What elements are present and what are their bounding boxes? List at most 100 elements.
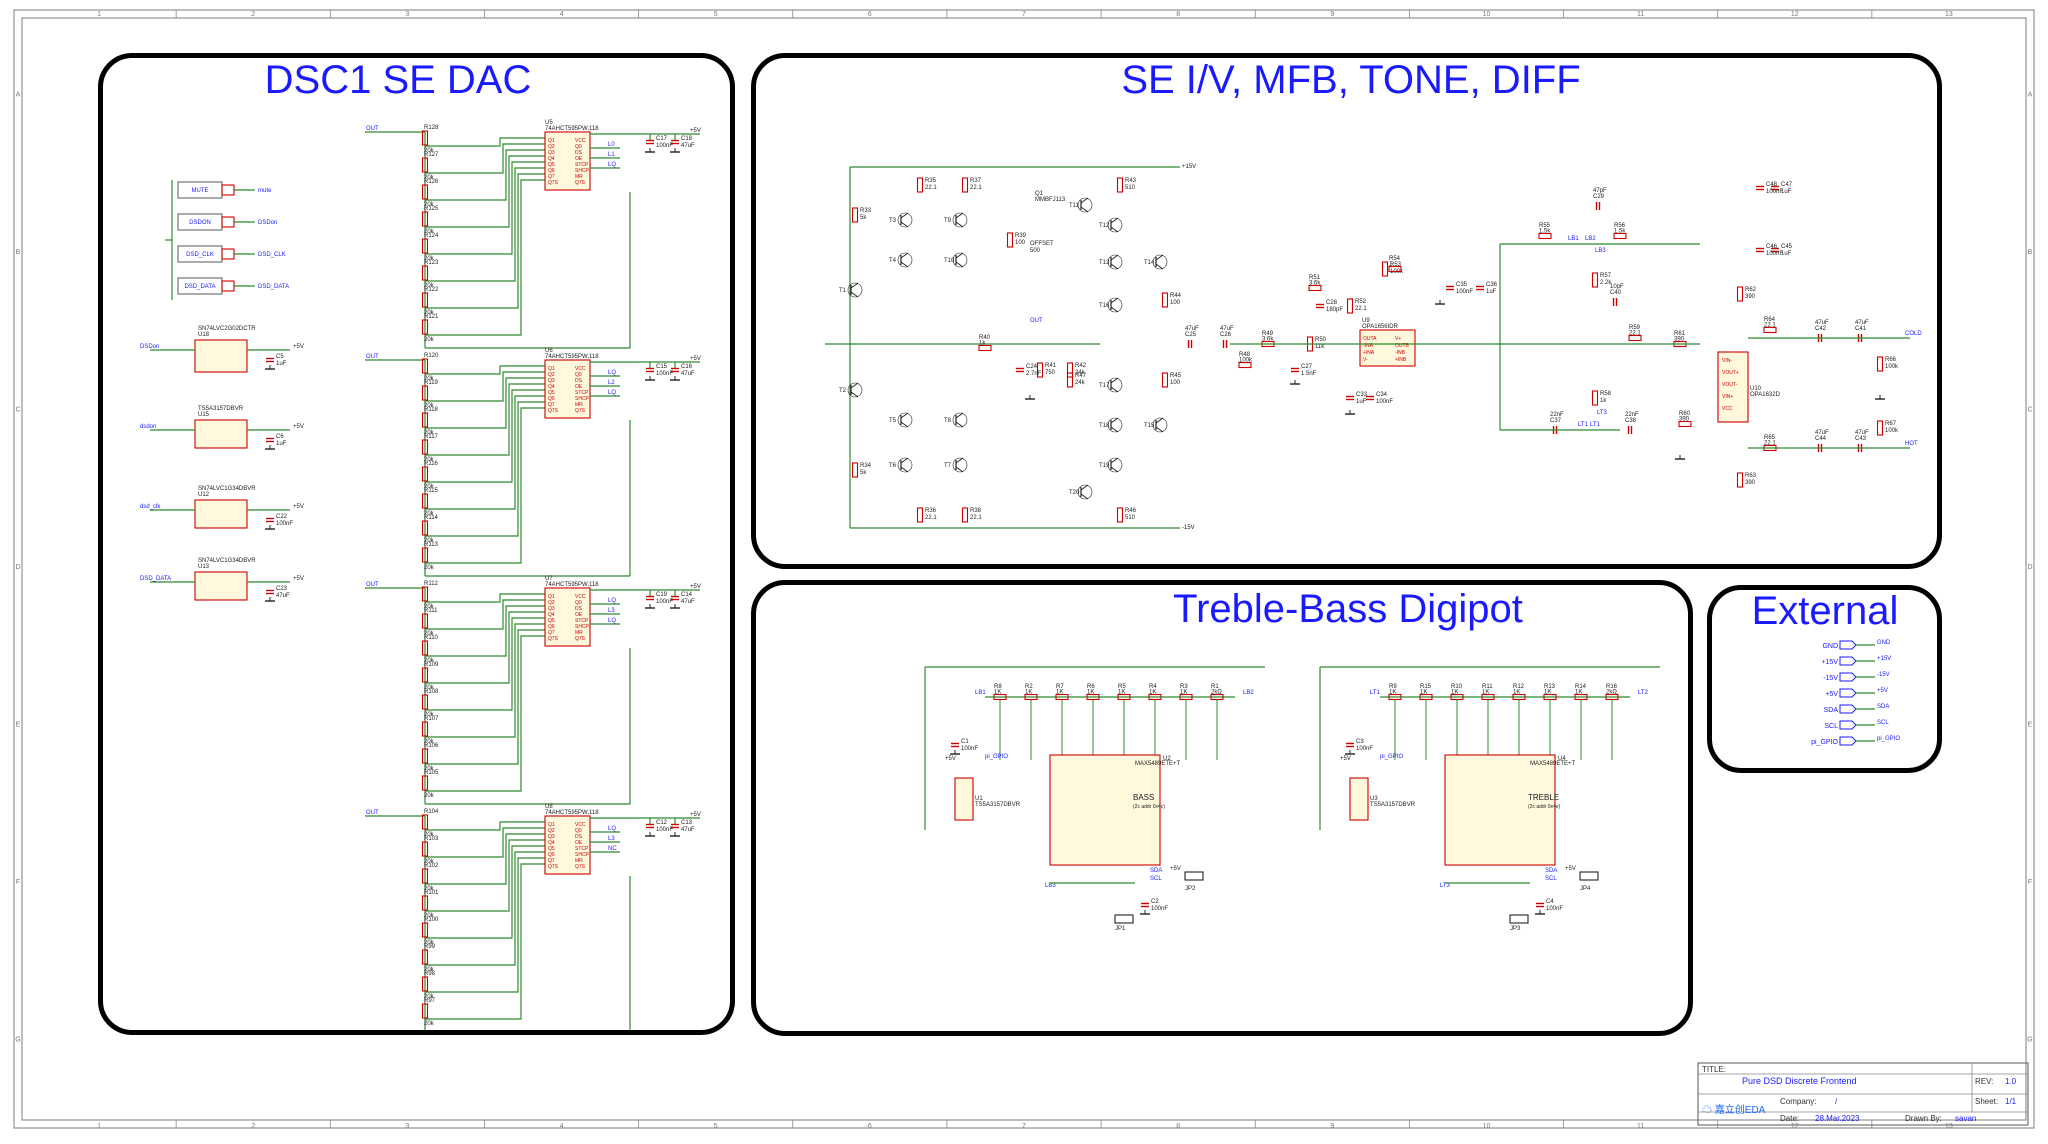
pin-label: OE <box>575 384 583 390</box>
value-label: 20k <box>424 229 435 235</box>
net-label: LQ <box>608 618 616 624</box>
value-label: 11k <box>1315 344 1325 350</box>
digipot-resistor <box>1605 693 1619 701</box>
ref-label: R61 <box>1674 331 1686 337</box>
pin-label: Q7 <box>548 402 555 408</box>
ref-label: C17 <box>656 136 668 142</box>
pin-label: Q2 <box>548 828 555 834</box>
resistor <box>1036 362 1044 378</box>
ladder-resistor <box>421 211 429 227</box>
ref-label: R99 <box>424 944 436 950</box>
ref-label: C24 <box>1026 364 1038 370</box>
value-label: 20k <box>424 337 435 343</box>
ladder-resistor <box>421 694 429 710</box>
company-value: / <box>1835 1097 1838 1106</box>
digipot-resistor <box>1388 693 1402 701</box>
net-label: DSD_DATA <box>140 576 171 582</box>
transistor-lead <box>1110 297 1119 304</box>
net-label: OUT <box>366 810 379 816</box>
value-label: 750 <box>1045 370 1056 376</box>
ref-label: R34 <box>860 463 872 469</box>
transistor-lead <box>1110 226 1119 233</box>
ladder-resistor <box>421 640 429 656</box>
border-col-label: 1 <box>97 1123 101 1130</box>
value-label: 1K <box>994 690 1001 696</box>
ref-label: C3 <box>1356 739 1364 745</box>
transistor <box>897 252 913 268</box>
value-label: 20k <box>424 886 435 892</box>
ref-label: R12 <box>1513 684 1525 690</box>
ic-ref: U10 <box>1750 386 1762 392</box>
ref-label: R13 <box>1544 684 1556 690</box>
ic-part: SN74LVC1G34DBVR <box>198 486 256 492</box>
resistor <box>1538 232 1552 240</box>
value-label: 47pF <box>1593 188 1607 194</box>
transistor <box>1152 254 1168 270</box>
transistor-lead <box>850 382 859 389</box>
jfet-label: Q1 <box>1035 191 1044 197</box>
ref-label: R52 <box>1355 299 1367 305</box>
border-col-label: 9 <box>1330 11 1334 18</box>
border-row-label: G <box>2027 1036 2032 1043</box>
net-label: LQ <box>608 390 616 396</box>
pin-label: VOUT+ <box>1722 370 1739 376</box>
net-label: dsd_clk <box>140 504 161 510</box>
pin-label: STCP <box>575 162 589 168</box>
ladder-wire <box>425 173 545 309</box>
ref-label: R120 <box>424 353 439 359</box>
value-label: 20k <box>424 484 435 490</box>
date-value: 28.Mar.2023 <box>1815 1114 1860 1123</box>
net-label: SDA <box>1877 704 1889 710</box>
value-label: 22.1 <box>925 515 937 521</box>
border-col-label: 13 <box>1945 1123 1953 1130</box>
value-label: 20k <box>424 793 435 799</box>
value-label: 1K <box>1180 690 1187 696</box>
port-label: SDA <box>1824 707 1839 714</box>
ref-label: R1 <box>1211 684 1219 690</box>
ladder-resistor <box>421 667 429 683</box>
resistor <box>1161 292 1169 308</box>
net-label: +5V <box>1877 688 1888 694</box>
net-label: DSD_CLK <box>258 252 286 258</box>
border-row-label: G <box>15 1036 20 1043</box>
drawn-label: Drawn By: <box>1905 1114 1942 1123</box>
resistor <box>1066 362 1074 378</box>
ladder-wire <box>425 155 545 228</box>
ic-ref: U5 <box>545 120 553 126</box>
port-label: +5V <box>1825 691 1838 698</box>
transistor <box>1152 417 1168 433</box>
transistor <box>897 412 913 428</box>
value-label: 47uF <box>1185 326 1199 332</box>
pin-label: Q7S <box>575 636 586 642</box>
ladder-wire <box>425 137 545 147</box>
ladder-resistor <box>421 1003 429 1019</box>
value-label: 20k <box>424 1021 435 1027</box>
transistor-lead <box>955 421 964 428</box>
pin-label: Q3 <box>548 606 555 612</box>
ref-label: R107 <box>424 716 439 722</box>
ref-label: C5 <box>276 354 284 360</box>
value-label: 1uF <box>276 361 287 367</box>
ref-label: R33 <box>860 208 872 214</box>
value-label: 20k <box>424 430 435 436</box>
port-flag <box>1839 672 1857 682</box>
pin-label: MR <box>575 174 583 180</box>
transistor-label: T7 <box>944 463 952 469</box>
border-col-label: 10 <box>1483 11 1491 18</box>
value-label: 22nF <box>1625 412 1639 418</box>
ref-label: R59 <box>1629 325 1641 331</box>
digipot-label: TREBLE <box>1528 793 1559 802</box>
transistor-lead <box>900 221 909 228</box>
pin-label: Q3 <box>548 834 555 840</box>
transistor <box>847 382 863 398</box>
value-label: 47uF <box>681 827 695 833</box>
border-col-label: 6 <box>868 1123 872 1130</box>
ref-label: C14 <box>681 592 693 598</box>
panel-title-iv: SE I/V, MFB, TONE, DIFF <box>1121 58 1581 102</box>
ref-label: R41 <box>1045 363 1057 369</box>
resistor <box>1116 507 1124 523</box>
ladder-wire <box>425 851 545 966</box>
ref-label: C38 <box>1625 418 1637 424</box>
transistor-lead <box>900 466 909 473</box>
supply-label: +5V <box>1340 756 1351 762</box>
